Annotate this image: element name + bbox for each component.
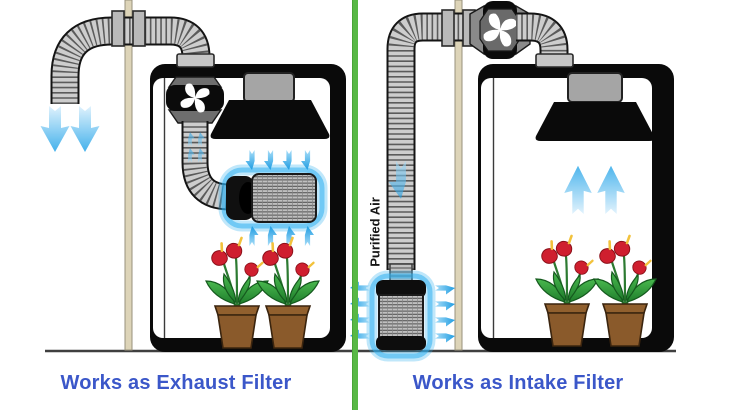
wall-right	[454, 0, 463, 351]
inline-fan-left	[166, 76, 224, 124]
duct-flange-right	[535, 53, 574, 68]
carbon-filter-exhaust	[224, 170, 322, 226]
duct-flange-left	[176, 53, 215, 68]
intake-panel	[350, 0, 674, 356]
exhaust-panel	[40, 0, 346, 352]
wall-coupling-left	[111, 10, 146, 47]
grow-light-reflector	[210, 72, 330, 139]
intake-duct-outside	[389, 27, 476, 270]
panel-divider	[352, 0, 358, 410]
wall-left	[124, 0, 133, 351]
exhaust-air-arrows	[40, 106, 100, 152]
grow-light-reflector	[535, 72, 655, 141]
inline-fan-right	[469, 1, 531, 59]
exhaust-caption: Works as Exhaust Filter	[60, 372, 292, 394]
carbon-filter-intake	[372, 263, 430, 356]
intake-caption: Works as Intake Filter	[412, 372, 624, 394]
